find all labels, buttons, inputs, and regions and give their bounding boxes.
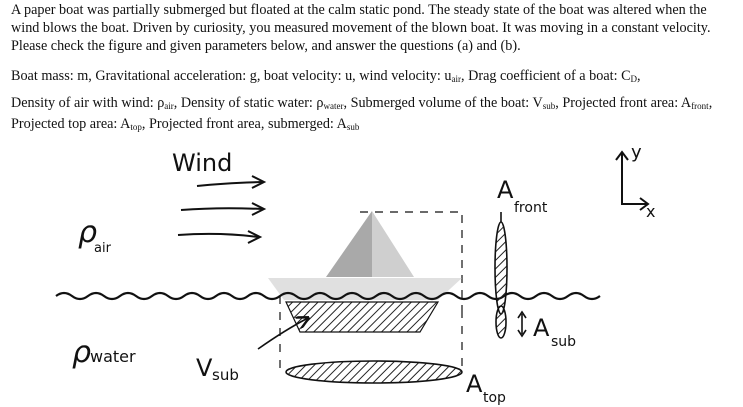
- rho-air-subscript: air: [94, 241, 112, 256]
- subscript: air: [451, 74, 462, 84]
- axis-x-label: x: [646, 202, 655, 221]
- given-parameters-line2: Density of air with wind: ρair, Density …: [11, 94, 736, 136]
- rho-water-subscript: water: [90, 347, 136, 366]
- v-sub-symbol: V: [196, 354, 213, 382]
- subscript: water: [323, 101, 344, 111]
- given-text: , Drag coefficient of a boat: C: [461, 68, 631, 84]
- given-text: , Projected top area: A: [11, 95, 713, 132]
- axis-y-label: y: [631, 142, 642, 163]
- a-sub-symbol: A: [533, 314, 550, 342]
- given-text: , Submerged volume of the boat: V: [343, 95, 543, 111]
- a-top-ellipse: [285, 360, 463, 384]
- y-arrowhead: [615, 150, 629, 161]
- wind-arrow: [196, 181, 263, 187]
- wind-arrowhead: [251, 175, 267, 189]
- x-arrowhead: [639, 197, 650, 211]
- wind-arrowhead: [247, 230, 263, 244]
- given-text: Boat mass: m, Gravitational acceleration…: [11, 68, 452, 84]
- subscript: sub: [542, 101, 556, 111]
- subscript: sub: [346, 122, 360, 132]
- given-parameters-line1: Boat mass: m, Gravitational acceleration…: [11, 67, 736, 88]
- dashed-projection: [360, 211, 463, 310]
- sail-left: [326, 211, 372, 277]
- a-top-symbol: A: [466, 370, 483, 398]
- a-sub-ellipse: [495, 305, 507, 339]
- subscript: front: [691, 101, 709, 111]
- wind-arrowhead: [251, 202, 267, 216]
- a-sub-arrowheads: [517, 310, 527, 338]
- a-front-subscript: front: [514, 200, 548, 216]
- a-top-subscript: top: [483, 390, 506, 406]
- rho-air-symbol: ρ: [78, 215, 97, 250]
- given-text: , Density of static water: ρ: [173, 95, 324, 111]
- v-sub-pointer: [257, 318, 308, 350]
- subscript: air: [164, 101, 174, 111]
- subscript: D: [630, 74, 638, 84]
- wind-arrow: [180, 207, 263, 211]
- given-text: , Projected front area, submerged: A: [141, 116, 347, 132]
- rho-water-symbol: ρ: [72, 335, 91, 370]
- sail-right: [372, 211, 414, 277]
- problem-intro: A paper boat was partially submerged but…: [11, 2, 711, 54]
- wind-arrow: [177, 232, 259, 238]
- a-front-symbol: A: [497, 176, 514, 204]
- water-surface: [55, 291, 601, 301]
- given-text: , Projected front area: A: [555, 95, 692, 111]
- submerged-volume: [285, 301, 440, 333]
- subscript: top: [130, 122, 142, 132]
- axes: [621, 152, 648, 205]
- given-text: ,: [637, 68, 641, 84]
- wind-label: Wind: [172, 149, 232, 177]
- given-text: Density of air with wind: ρ: [11, 95, 165, 111]
- v-sub-subscript: sub: [212, 366, 239, 384]
- a-front-ellipse: [494, 221, 508, 315]
- a-sub-subscript: sub: [551, 334, 576, 350]
